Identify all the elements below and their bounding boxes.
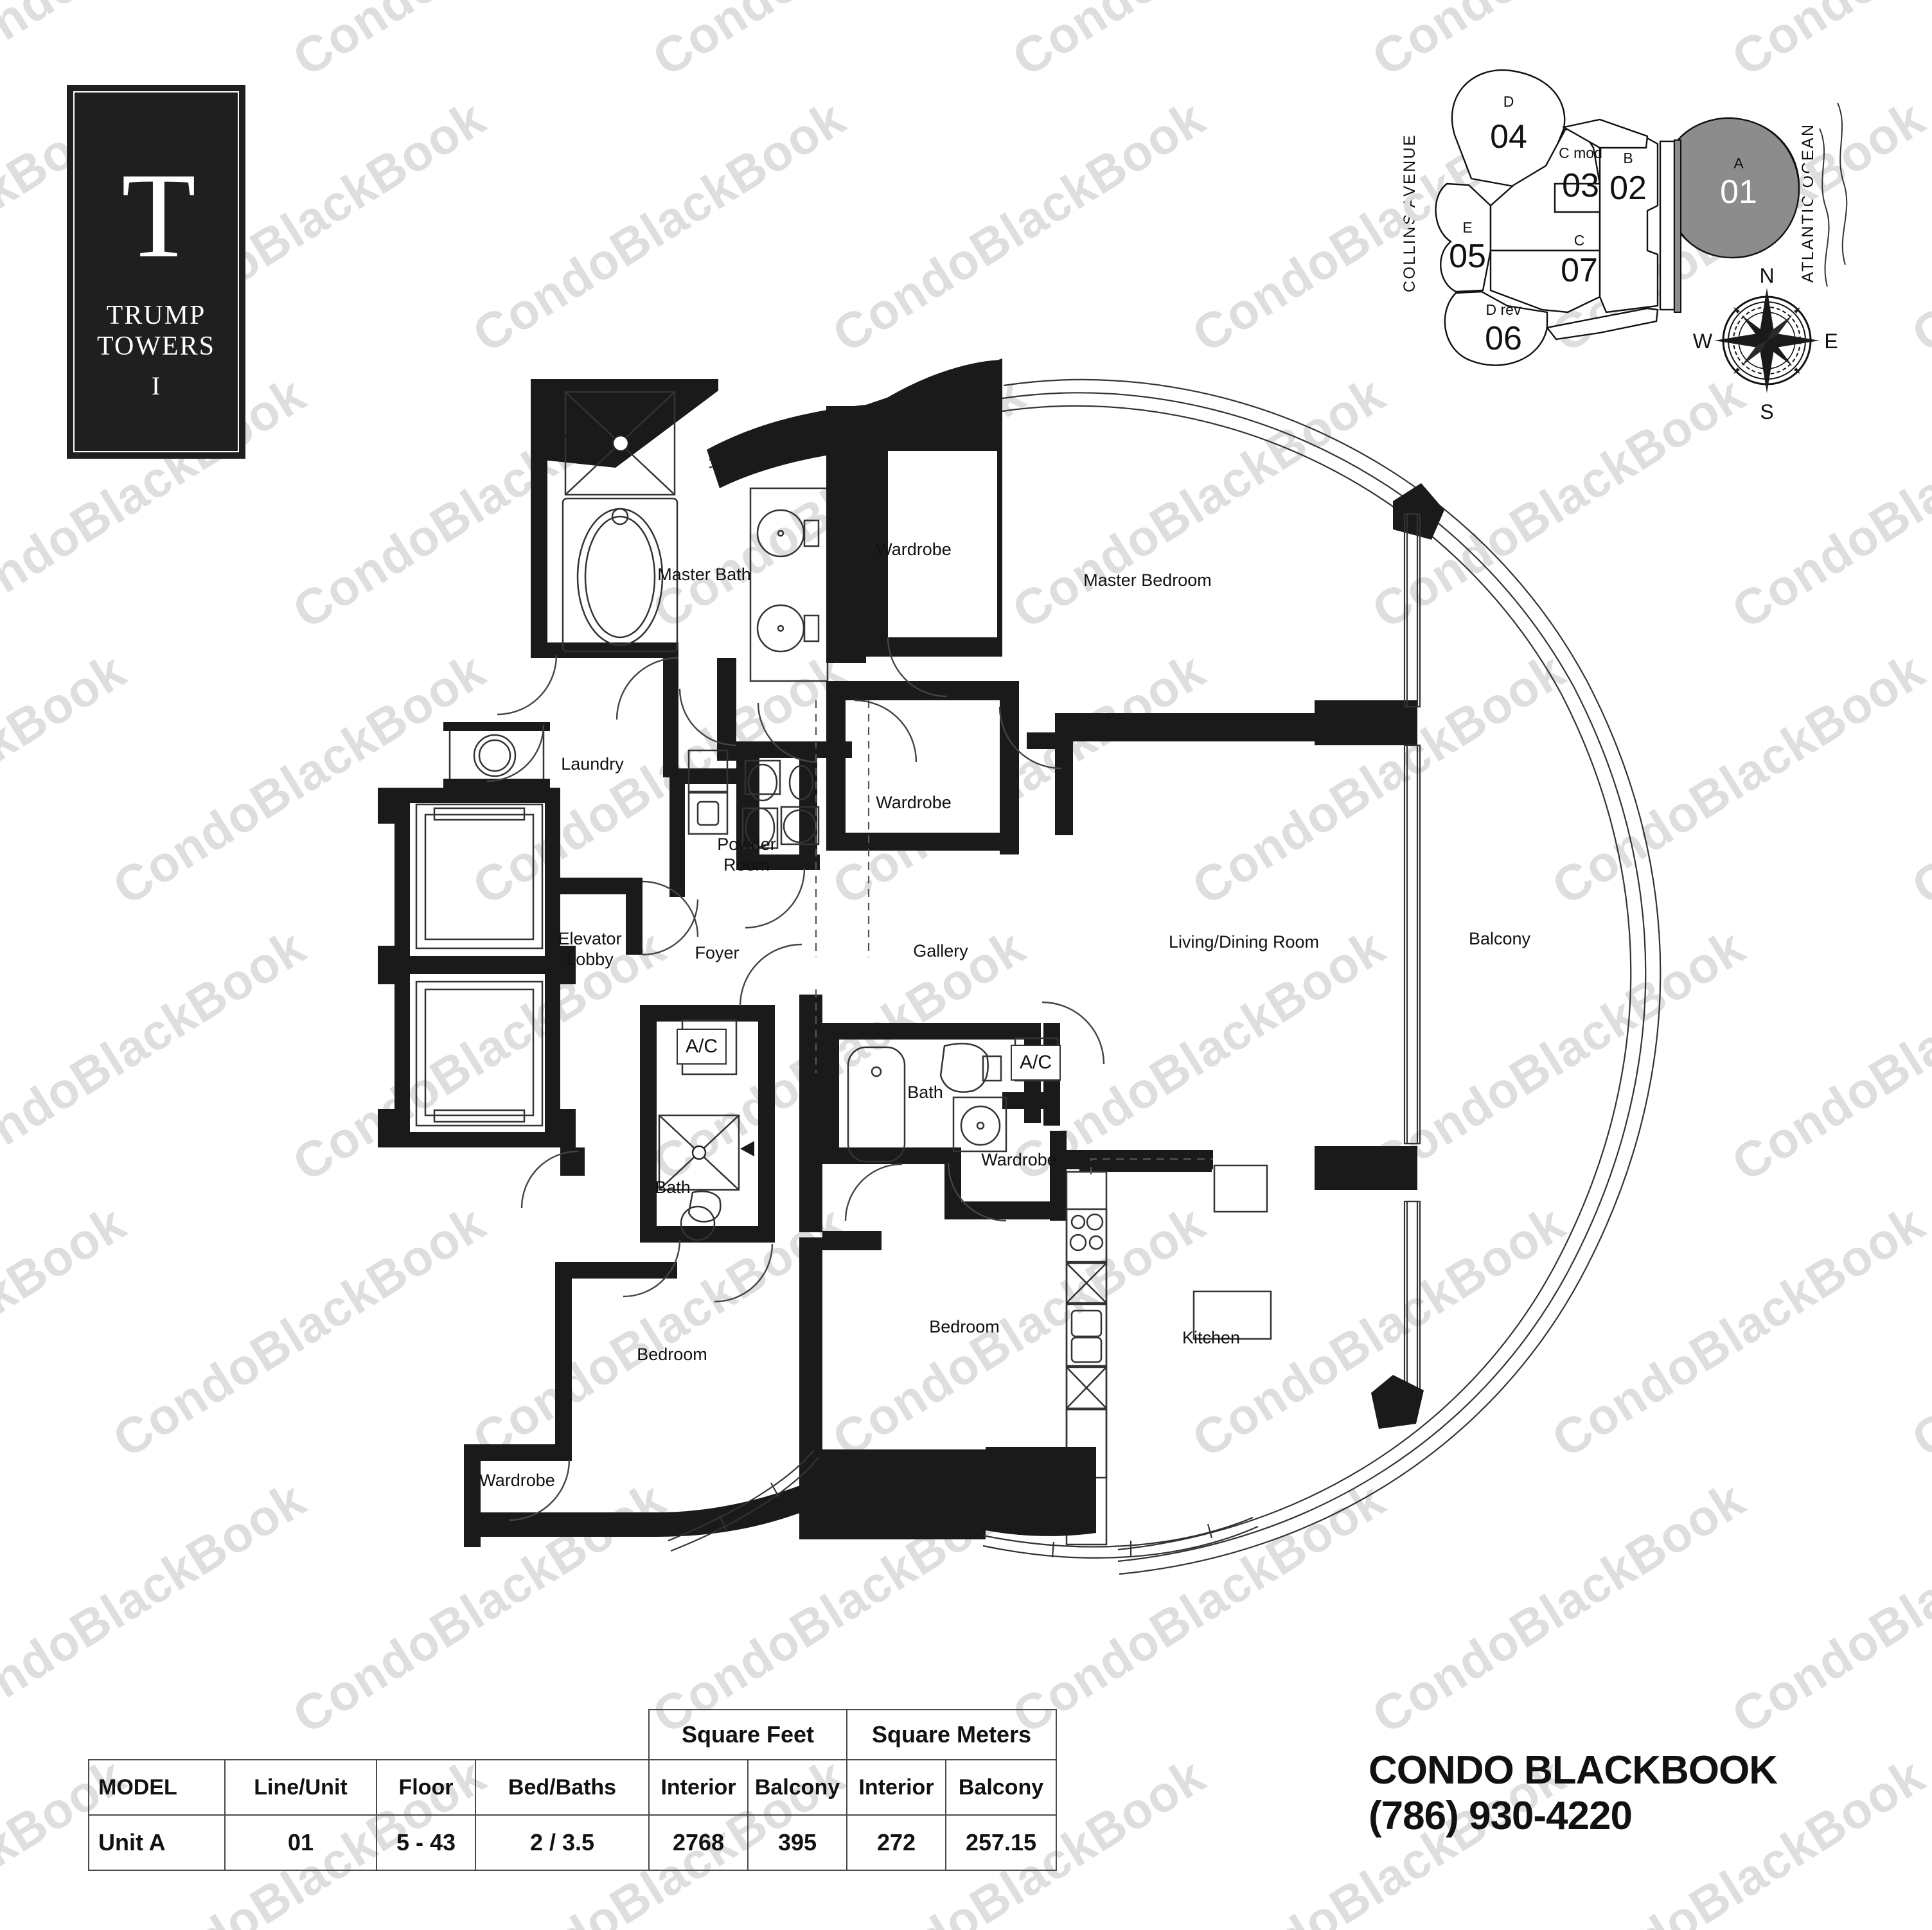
room-label-living-dining-room: Living/Dining Room	[1168, 932, 1320, 952]
compass-w: W	[1693, 330, 1713, 353]
cell-sf-interior: 2768	[648, 1814, 749, 1871]
room-label-bath: Bath	[907, 1082, 943, 1102]
keyplan-number-07: 07	[1561, 252, 1598, 289]
keyplan-number-01: 01	[1720, 173, 1757, 211]
gallery-walls	[443, 658, 1019, 897]
keyplan-letter-D: D	[1503, 93, 1514, 110]
room-label-kitchen: Kitchen	[1182, 1327, 1241, 1347]
room-label-gallery: Gallery	[913, 941, 968, 961]
exterior-curtain-wall	[1002, 378, 1662, 1575]
logo-tower-number: I	[151, 371, 161, 401]
keyplan-letter-B: B	[1623, 150, 1633, 166]
brand-name-bold: BLACKBOOK	[1524, 1748, 1778, 1793]
keyplan-number-05: 05	[1449, 238, 1486, 275]
lower-left-bath	[464, 1005, 849, 1547]
cell-floor: 5 - 43	[376, 1814, 476, 1871]
keyplan-number-06: 06	[1485, 320, 1522, 357]
trump-towers-logo: T TRUMP TOWERS I	[67, 85, 245, 459]
room-label-balcony: Balcony	[1468, 928, 1531, 948]
brand-phone: (786) 930-4220	[1369, 1793, 1633, 1838]
cell-sm-interior: 272	[846, 1814, 946, 1871]
key-plan: D 04 C mod 03 E 05 C 07 D rev 06 B 02 A …	[1388, 58, 1928, 469]
room-label-bedroom: Bedroom	[637, 1344, 707, 1364]
master-bedroom-walls	[1027, 483, 1444, 1395]
keyplan-letter-A: A	[1733, 155, 1744, 172]
room-label-bedroom: Bedroom	[929, 1316, 1000, 1336]
keyplan-number-02: 02	[1609, 170, 1647, 207]
logo-monogram: T	[121, 148, 196, 283]
room-label-wardrobe: Wardrobe	[876, 792, 952, 812]
room-label-wardrobe: Wardrobe	[479, 1470, 555, 1490]
cell-model: Unit A	[88, 1814, 226, 1871]
col-header-model: MODEL	[88, 1759, 226, 1816]
logo-name-line1: TRUMP	[106, 300, 206, 330]
room-label-master-bath: Master Bath	[657, 564, 751, 584]
center-bath	[822, 1023, 1067, 1221]
keyplan-letter-E: E	[1462, 219, 1472, 236]
compass-s: S	[1760, 400, 1773, 423]
keyplan-number-03: 03	[1562, 167, 1599, 204]
col-header-bed-baths: Bed/Baths	[475, 1759, 650, 1816]
col-header-sf-interior: Interior	[648, 1759, 749, 1816]
structural-core-walls	[707, 359, 1002, 663]
room-label-a-c: A/C	[676, 1029, 727, 1065]
room-label-master-bedroom: Master Bedroom	[1083, 570, 1212, 590]
table-group-header-row: Square Feet Square Meters	[89, 1709, 1057, 1760]
cell-line-unit: 01	[224, 1814, 377, 1871]
logo-name-line2: TOWERS	[97, 331, 215, 361]
col-header-sm-balcony: Balcony	[945, 1759, 1057, 1816]
compass-n: N	[1759, 264, 1774, 287]
cell-sm-balcony: 257.15	[945, 1814, 1057, 1871]
room-label-a-c: A/C	[1010, 1045, 1061, 1081]
room-label-bath: Bath	[655, 1177, 691, 1197]
door-swings	[486, 637, 1105, 1521]
brand-name-light: CONDO	[1369, 1748, 1514, 1793]
keyplan-letter-Cmod: C mod	[1559, 145, 1602, 161]
condo-blackbook-brand: CONDO BLACKBOOK (786) 930-4220	[1369, 1748, 1778, 1838]
unit-spec-table: Square Feet Square Meters MODEL Line/Uni…	[88, 1709, 1057, 1871]
elevator-shafts	[378, 788, 643, 1176]
group-header-square-meters: Square Meters	[846, 1709, 1057, 1760]
col-header-sm-interior: Interior	[846, 1759, 946, 1816]
room-label-wardrobe: Wardrobe	[981, 1149, 1057, 1169]
col-header-sf-balcony: Balcony	[747, 1759, 847, 1816]
keyplan-letter-Drev: D rev	[1486, 301, 1521, 318]
bottom-curtain-wall	[668, 1447, 1259, 1559]
table-row: Unit A 01 5 - 43 2 / 3.5 2768 395 272 25…	[88, 1814, 1057, 1871]
compass-rose: N S W E	[1693, 264, 1838, 423]
central-spine	[799, 700, 986, 1539]
compass-e: E	[1824, 330, 1838, 353]
table-header-row: MODEL Line/Unit Floor Bed/Baths Interior…	[88, 1759, 1057, 1816]
keyplan-number-04: 04	[1490, 118, 1527, 155]
cell-sf-balcony: 395	[747, 1814, 847, 1871]
cell-bed-baths: 2 / 3.5	[475, 1814, 650, 1871]
room-label-wardrobe: Wardrobe	[876, 539, 952, 559]
keyplan-letter-C: C	[1574, 232, 1585, 249]
col-header-line-unit: Line/Unit	[224, 1759, 377, 1816]
room-label-foyer: Foyer	[695, 943, 740, 962]
kitchen-fixtures	[1059, 1150, 1272, 1546]
group-header-square-feet: Square Feet	[648, 1709, 847, 1760]
col-header-floor: Floor	[376, 1759, 476, 1816]
room-label-laundry: Laundry	[561, 754, 624, 774]
